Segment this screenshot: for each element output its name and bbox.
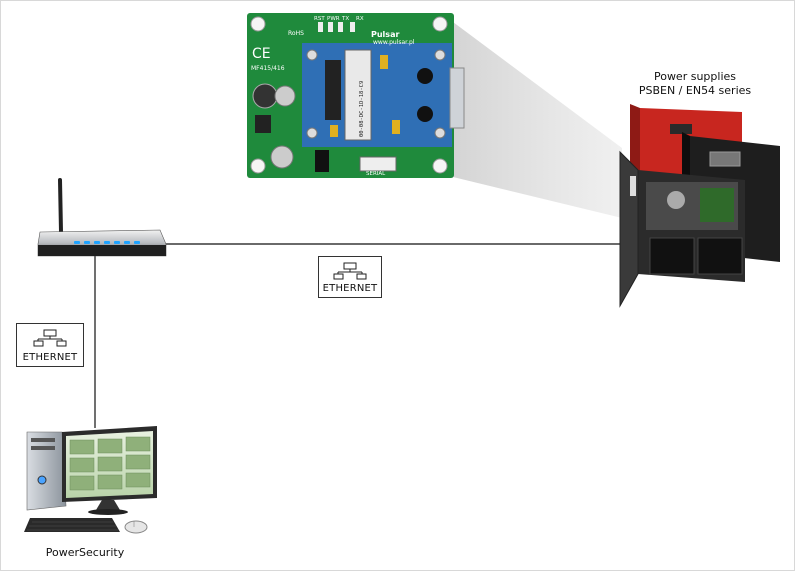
powersecurity-caption: PowerSecurity — [45, 546, 125, 559]
ethernet-text-horizontal: ETHERNET — [322, 283, 378, 294]
module-serial: SERIAL — [366, 171, 386, 177]
ethernet-label-horizontal: ETHERNET — [318, 256, 382, 298]
zoom-beam — [453, 22, 622, 218]
module-ce: CE — [252, 46, 271, 62]
ethernet-text-vertical: ETHERNET — [22, 352, 78, 363]
module-brand: Pulsar — [371, 30, 399, 39]
module-rohs: RoHS — [288, 30, 304, 37]
module-model: MF415/416 — [251, 65, 285, 72]
ethernet-label-vertical: ETHERNET — [16, 323, 84, 367]
module-led-pwr: PWR — [327, 16, 340, 22]
computer-workstation-image — [24, 426, 157, 534]
network-icon — [33, 329, 67, 347]
module-sticker: 00-08-DC-1D-18-C9 — [359, 81, 365, 137]
power-supplies-image — [619, 104, 780, 308]
power-supplies-title-line1: Power supplies — [653, 70, 737, 83]
network-icon — [333, 262, 367, 280]
module-website: www.pulsar.pl — [373, 39, 415, 46]
module-led-rst: RST — [314, 16, 325, 22]
module-led-tx: TX — [341, 16, 349, 22]
ethernet-module-image: Pulsar www.pulsar.pl RoHS CE MF415/416 R… — [247, 13, 465, 178]
router-icon — [37, 178, 167, 257]
power-supplies-caption: Power supplies PSBEN / EN54 series — [615, 70, 775, 98]
module-led-rx: RX — [356, 16, 364, 22]
power-supplies-title-line2: PSBEN / EN54 series — [638, 84, 752, 97]
